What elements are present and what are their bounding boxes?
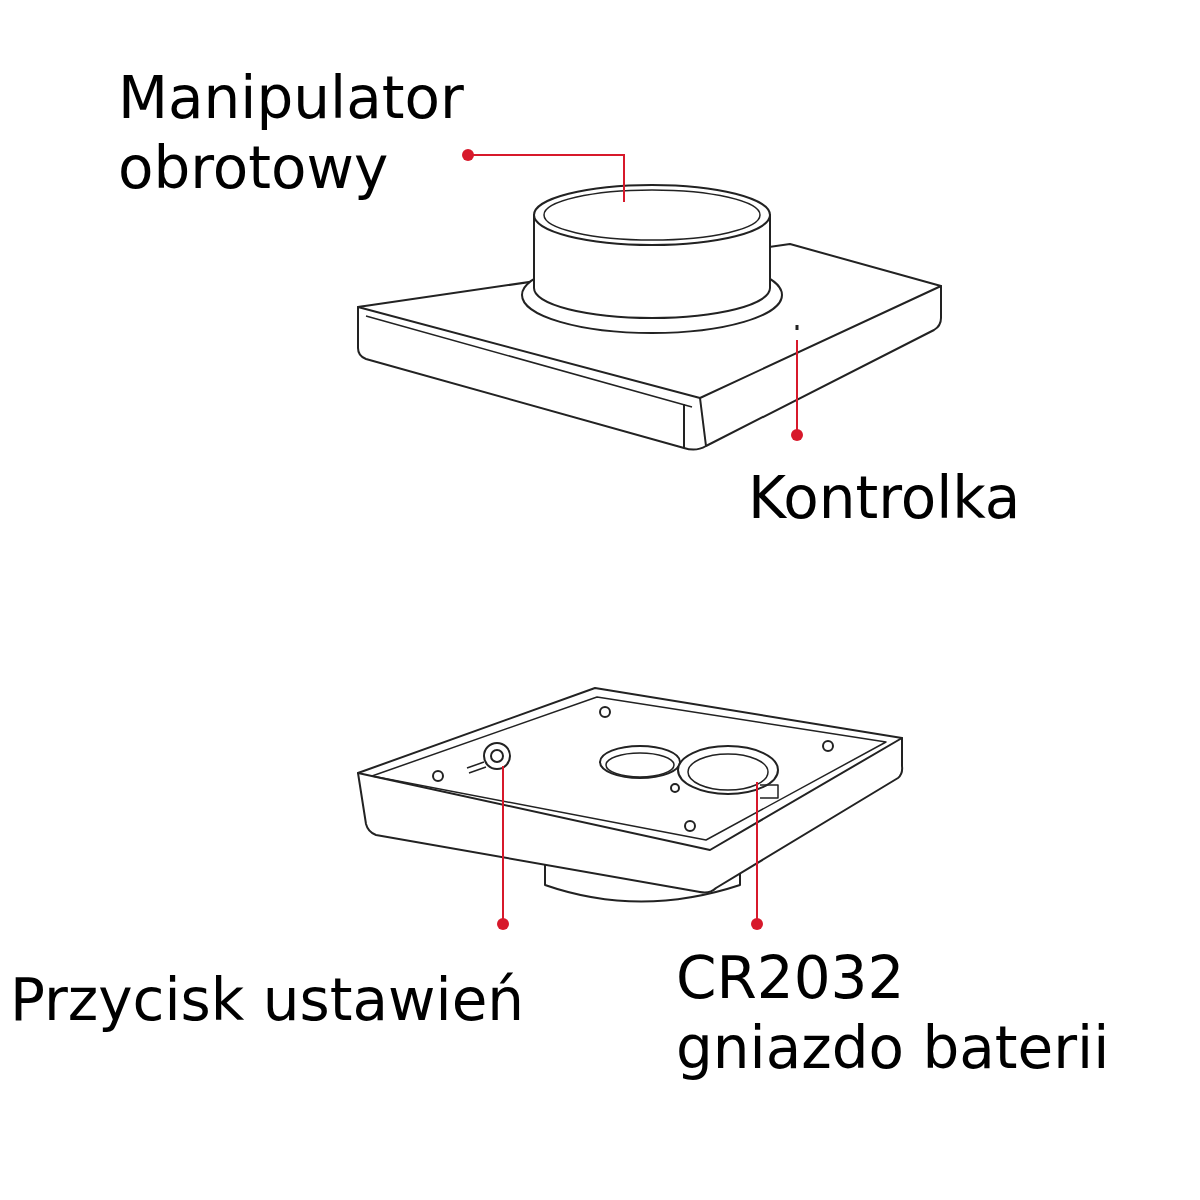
leader-dot	[791, 429, 803, 441]
indicator-led	[796, 325, 799, 330]
housing-back	[358, 688, 902, 850]
screw-hole	[433, 771, 443, 781]
battery-socket	[678, 746, 778, 794]
leader-line	[756, 782, 758, 924]
part-label: Przycisk ustawień	[10, 966, 524, 1036]
battery-clip	[760, 785, 778, 798]
knob-top	[534, 185, 770, 245]
leader-line	[502, 766, 504, 924]
leader-dot	[497, 918, 509, 930]
part-label: Kontrolka	[748, 464, 1020, 534]
part-label: CR2032 gniazdo baterii	[676, 944, 1128, 1083]
button-slot	[467, 762, 486, 773]
screw-hole	[823, 741, 833, 751]
settings-button	[484, 743, 510, 769]
shaft-hole	[600, 746, 680, 778]
leader-line	[796, 340, 798, 435]
leader-line	[468, 155, 624, 202]
part-label: Manipulator obrotowy	[118, 64, 570, 203]
housing-rim	[372, 697, 886, 840]
knob-top-inner	[544, 190, 760, 240]
shaft-hole-inner	[606, 753, 674, 777]
leader-dot	[751, 918, 763, 930]
screw-hole	[671, 784, 679, 792]
settings-button-core	[491, 750, 503, 762]
screw-hole	[685, 821, 695, 831]
screw-hole	[600, 707, 610, 717]
leader-dot	[462, 149, 474, 161]
